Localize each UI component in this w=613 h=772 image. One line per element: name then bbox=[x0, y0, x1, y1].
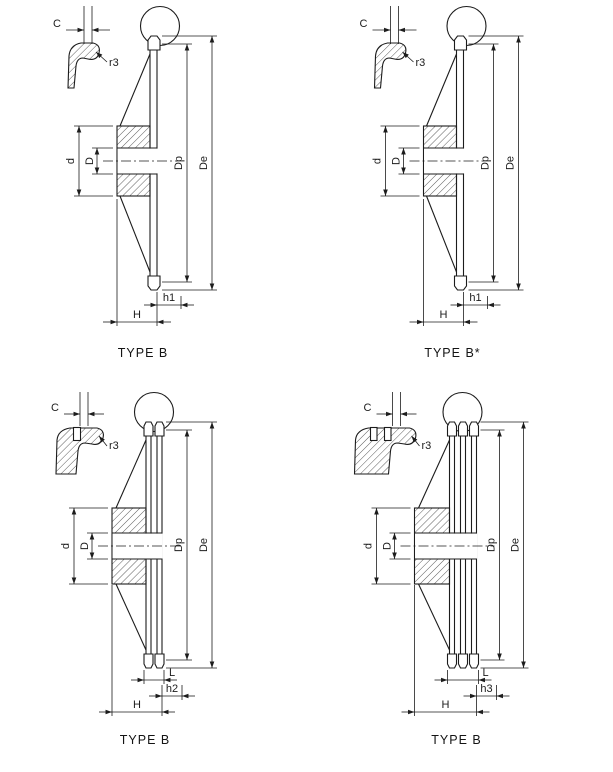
dim-label-hub-width: H bbox=[442, 699, 450, 711]
dimensions: d D Dp De h1 H bbox=[372, 35, 524, 326]
dimensions: d D Dp De L h2 bbox=[60, 421, 217, 716]
dim-label-dp: Dp bbox=[173, 538, 185, 552]
dim-label-dp: Dp bbox=[173, 156, 185, 170]
hub-hatch-upper bbox=[112, 508, 146, 533]
tooth-top-row3 bbox=[468, 421, 480, 437]
sprocket-section bbox=[400, 421, 495, 669]
hub-hatch-upper bbox=[414, 508, 450, 533]
dim-label-hub-width: H bbox=[133, 309, 141, 321]
dim-label-row-pitch: L bbox=[482, 667, 488, 679]
tooth-top bbox=[453, 35, 468, 51]
dimensions: d D Dp De h1 H bbox=[65, 35, 217, 326]
dimensions: d D Dp De L h3 bbox=[363, 421, 529, 716]
tooth-bottom-row1 bbox=[143, 653, 154, 669]
dim-label-bore-d: D bbox=[79, 542, 91, 550]
sprocket-section bbox=[103, 35, 177, 291]
dim-label-de: De bbox=[505, 156, 517, 170]
dim-label-h: h1 bbox=[469, 292, 481, 304]
dim-label-h: h3 bbox=[480, 683, 492, 695]
tooth-bottom-row1 bbox=[446, 653, 458, 669]
tooth-detail-view: C r3 bbox=[51, 392, 119, 475]
tooth-detail-view: C r3 bbox=[53, 6, 119, 89]
dim-label-d: d bbox=[372, 158, 384, 164]
dim-label-bore-d: D bbox=[84, 157, 96, 165]
dim-label-dp: Dp bbox=[480, 156, 492, 170]
dim-label-r3: r3 bbox=[416, 57, 426, 69]
panel-simplex-type-b: C r3 d D bbox=[53, 5, 217, 360]
dim-label-r3: r3 bbox=[109, 57, 119, 69]
tooth-bottom bbox=[453, 275, 468, 291]
hub-hatch-upper bbox=[117, 126, 150, 148]
panel-simplex-type-b-star: C r3 d D bbox=[360, 5, 524, 360]
tooth-bottom-row2 bbox=[154, 653, 165, 669]
detail-balloon-circle bbox=[133, 391, 175, 433]
tooth-detail-view: C r3 bbox=[353, 392, 432, 475]
dim-label-hub-width: H bbox=[133, 699, 141, 711]
hub-hatch-lower bbox=[423, 174, 457, 196]
tooth-bottom-row2 bbox=[457, 653, 469, 669]
hub-hatch-upper bbox=[423, 126, 457, 148]
dim-label-dp: Dp bbox=[486, 538, 498, 552]
hub-hatch-lower bbox=[112, 559, 146, 584]
tooth-profile-shape bbox=[373, 42, 407, 89]
tooth-bottom-row3 bbox=[468, 653, 480, 669]
dim-label-de: De bbox=[198, 156, 210, 170]
strand-groove bbox=[72, 426, 82, 442]
panel-duplex-type-b: C r3 d bbox=[51, 391, 217, 747]
panel-caption: TYPE B* bbox=[424, 346, 480, 360]
tooth-detail-view: C r3 bbox=[360, 6, 426, 89]
dim-label-h: h1 bbox=[163, 292, 175, 304]
tooth-bottom bbox=[147, 275, 161, 291]
dim-label-de: De bbox=[198, 538, 210, 552]
dim-label-bore-d: D bbox=[391, 157, 403, 165]
tooth-top-row1 bbox=[446, 421, 458, 437]
tooth-top-row1 bbox=[143, 421, 154, 437]
dim-label-r3: r3 bbox=[422, 440, 432, 452]
strand-groove-1 bbox=[369, 426, 378, 442]
dim-label-de: De bbox=[510, 538, 522, 552]
dim-label-c: C bbox=[360, 18, 368, 30]
dim-label-d: d bbox=[363, 543, 375, 549]
dim-label-bore-d: D bbox=[382, 542, 394, 550]
panel-caption: TYPE B bbox=[118, 346, 168, 360]
dim-label-h: h2 bbox=[166, 683, 178, 695]
panel-caption: TYPE B bbox=[431, 733, 481, 747]
dim-label-d: d bbox=[65, 158, 77, 164]
sprocket-section bbox=[409, 35, 484, 291]
dim-label-c: C bbox=[51, 402, 59, 414]
dim-label-c: C bbox=[364, 402, 372, 414]
dim-label-d: d bbox=[60, 543, 72, 549]
strand-groove-2 bbox=[383, 426, 392, 442]
tooth-top-row2 bbox=[154, 421, 165, 437]
tooth-top-row2 bbox=[457, 421, 469, 437]
hub-hatch-lower bbox=[414, 559, 450, 584]
panel-caption: TYPE B bbox=[120, 733, 170, 747]
tooth-profile-shape bbox=[67, 42, 100, 89]
dim-label-hub-width: H bbox=[440, 309, 448, 321]
dim-label-row-pitch: L bbox=[169, 667, 175, 679]
panel-triplex-type-b: C r3 bbox=[353, 391, 529, 747]
dim-label-r3: r3 bbox=[109, 440, 119, 452]
tooth-top bbox=[147, 35, 161, 51]
sprocket-section bbox=[98, 421, 182, 669]
hub-hatch-lower bbox=[117, 174, 150, 196]
dim-label-c: C bbox=[53, 18, 61, 30]
